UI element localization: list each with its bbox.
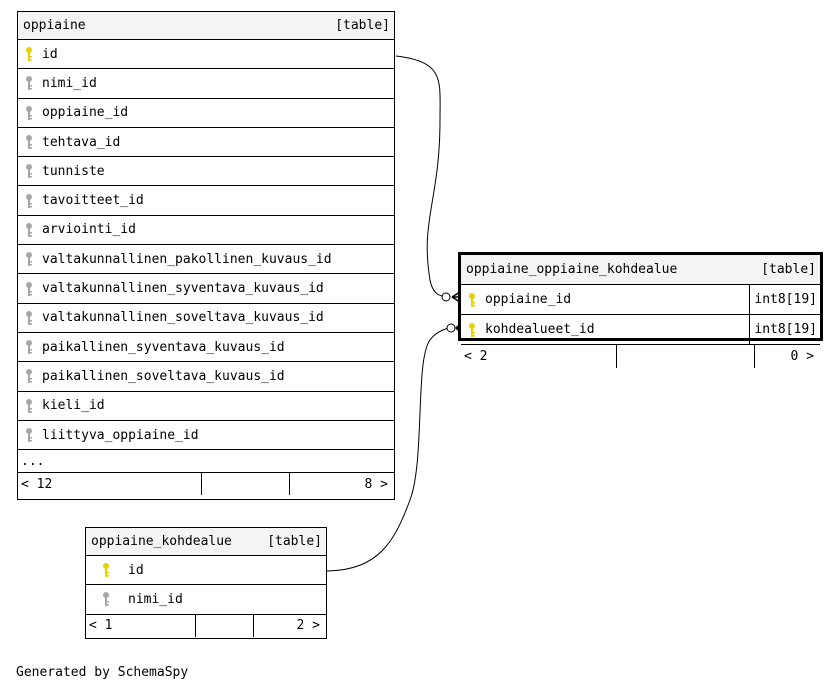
table-header: oppiaine [table] — [18, 12, 394, 40]
more-columns-indicator: ... — [18, 450, 394, 474]
column-name: oppiaine_id — [42, 105, 129, 121]
foreign-key-icon — [18, 398, 40, 414]
foreign-key-icon — [18, 105, 40, 121]
parents-count[interactable]: < 1 — [86, 614, 196, 637]
column-name: valtakunnallinen_soveltava_kuvaus_id — [42, 310, 324, 326]
children-count[interactable]: 0 > — [790, 349, 814, 364]
children-count[interactable]: 2 > — [296, 618, 320, 634]
column-name: paikallinen_syventava_kuvaus_id — [42, 339, 285, 355]
column-name: tunniste — [42, 163, 105, 179]
column-row[interactable]: liittyva_oppiaine_id — [18, 421, 394, 451]
table-footer: < 1 2 > — [86, 614, 326, 637]
foreign-key-icon — [18, 222, 40, 238]
column-list: id nimi_id — [86, 556, 326, 615]
table-name: oppiaine — [23, 18, 86, 33]
parents-count[interactable]: < 12 — [18, 473, 202, 496]
column-name: valtakunnallinen_syventava_kuvaus_id — [42, 281, 324, 297]
foreign-key-icon — [18, 193, 40, 209]
table-kind: [table] — [335, 18, 390, 33]
column-row[interactable]: tunniste — [18, 157, 394, 187]
relation-oppiaine-optional-marker — [441, 292, 451, 302]
column-name: arviointi_id — [42, 222, 136, 238]
primary-key-icon — [18, 46, 40, 62]
column-name: tehtava_id — [42, 134, 121, 150]
footer-spacer — [202, 473, 290, 496]
column-name: id — [128, 562, 144, 578]
column-row[interactable]: tavoitteet_id — [18, 186, 394, 216]
column-row[interactable]: arviointi_id — [18, 216, 394, 246]
column-row[interactable]: oppiaine_id — [18, 99, 394, 128]
foreign-key-icon — [18, 251, 40, 267]
footer-spacer — [196, 614, 254, 637]
foreign-key-icon — [86, 591, 126, 607]
table-oppiaine-kohdealue[interactable]: oppiaine_kohdealue [table] id nimi_id < 1… — [85, 527, 327, 639]
column-name: valtakunnallinen_pakollinen_kuvaus_id — [42, 251, 332, 267]
relation-oppiaine-to-join — [395, 55, 448, 298]
column-name: nimi_id — [42, 75, 97, 91]
table-footer: < 2 0 > — [461, 345, 820, 368]
column-name: kohdealueet_id — [485, 322, 595, 337]
column-row[interactable]: id — [86, 556, 326, 586]
column-row[interactable]: valtakunnallinen_syventava_kuvaus_id — [18, 274, 394, 304]
column-list: id nimi_id oppiaine_id tehtava_id tunniste ta… — [18, 40, 394, 451]
column-name: tavoitteet_id — [42, 193, 144, 209]
column-row[interactable]: nimi_id — [86, 585, 326, 615]
column-row[interactable]: tehtava_id — [18, 128, 394, 158]
column-row[interactable]: valtakunnallinen_pakollinen_kuvaus_id — [18, 245, 394, 275]
table-kind: [table] — [267, 534, 322, 549]
foreign-key-icon — [18, 281, 40, 297]
parents-count[interactable]: < 2 — [461, 345, 617, 368]
relation-kohdealue-optional-marker — [446, 323, 456, 333]
generated-by-label: Generated by SchemaSpy — [16, 665, 189, 680]
footer-spacer — [617, 345, 755, 368]
column-row[interactable]: paikallinen_syventava_kuvaus_id — [18, 333, 394, 363]
foreign-key-icon — [18, 339, 40, 355]
column-row[interactable]: nimi_id — [18, 69, 394, 99]
relation-kohdealue-to-join — [326, 327, 451, 572]
column-row[interactable]: kieli_id — [18, 392, 394, 421]
primary-key-icon — [461, 292, 483, 308]
children-count[interactable]: 8 > — [364, 476, 388, 492]
column-row[interactable]: paikallinen_soveltava_kuvaus_id — [18, 362, 394, 392]
column-row[interactable]: kohdealueet_id int8[19] — [461, 315, 820, 345]
column-name: paikallinen_soveltava_kuvaus_id — [42, 368, 285, 384]
column-name: liittyva_oppiaine_id — [42, 427, 199, 443]
column-row[interactable]: id — [18, 40, 394, 70]
primary-key-icon — [86, 562, 126, 578]
foreign-key-icon — [18, 427, 40, 443]
table-oppiaine-oppiaine-kohdealue[interactable]: oppiaine_oppiaine_kohdealue [table] oppi… — [458, 252, 823, 368]
table-kind: [table] — [761, 262, 816, 277]
foreign-key-icon — [18, 310, 40, 326]
column-type: int8[19] — [749, 315, 820, 344]
foreign-key-icon — [18, 75, 40, 91]
column-name: id — [42, 46, 58, 62]
table-name: oppiaine_oppiaine_kohdealue — [466, 262, 678, 277]
column-name: kieli_id — [42, 398, 105, 414]
column-name: oppiaine_id — [485, 292, 572, 307]
column-row[interactable]: valtakunnallinen_soveltava_kuvaus_id — [18, 304, 394, 333]
primary-key-icon — [461, 322, 483, 338]
table-header: oppiaine_oppiaine_kohdealue [table] — [461, 255, 820, 285]
column-row[interactable]: oppiaine_id int8[19] — [461, 285, 820, 315]
table-header: oppiaine_kohdealue [table] — [86, 528, 326, 556]
foreign-key-icon — [18, 368, 40, 384]
foreign-key-icon — [18, 163, 40, 179]
column-list: oppiaine_id int8[19] kohdealueet_id int8[19… — [461, 285, 820, 345]
column-type: int8[19] — [749, 285, 820, 314]
foreign-key-icon — [18, 134, 40, 150]
column-name: nimi_id — [128, 591, 183, 607]
table-footer: < 12 8 > — [18, 473, 394, 496]
table-name: oppiaine_kohdealue — [91, 534, 232, 549]
